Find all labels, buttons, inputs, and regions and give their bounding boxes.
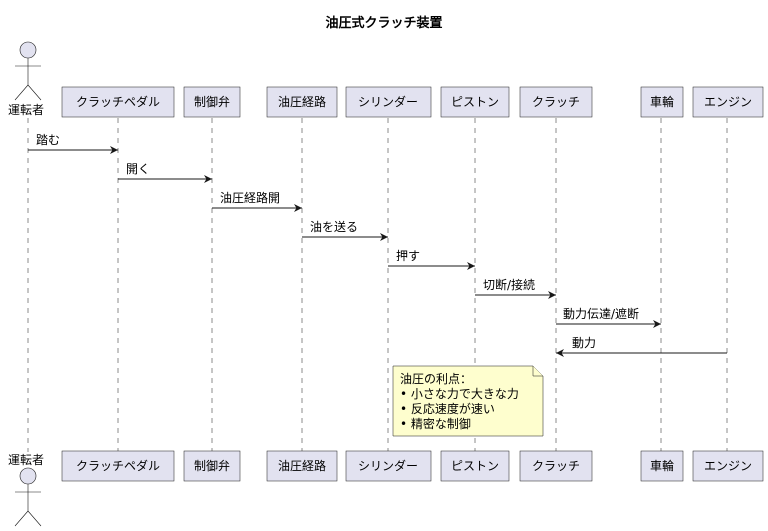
svg-text:シリンダー: シリンダー [358, 94, 418, 109]
svg-text:車輪: 車輪 [650, 458, 674, 473]
message-6: 切断/接続 [475, 277, 556, 299]
participant-piston: ピストン [440, 86, 510, 118]
svg-text:クラッチペダル: クラッチペダル [76, 94, 160, 109]
message-3: 油圧経路開 [212, 190, 302, 212]
participants-top: クラッチペダル 制御弁 油圧経路 シリンダー ピストン クラッチ 車輪 エンジン [61, 86, 764, 118]
svg-text:油圧経路: 油圧経路 [278, 458, 326, 473]
participant-wheel-bottom: 車輪 [640, 450, 684, 482]
svg-text:エンジン: エンジン [704, 459, 752, 473]
participant-clutch: クラッチ [519, 86, 593, 118]
note-line-3: • 反応速度が速い [400, 401, 495, 416]
participant-wheel: 車輪 [640, 86, 684, 118]
participant-hydraulic-path: 油圧経路 [266, 86, 338, 118]
actor-label-top: 運転者 [8, 103, 44, 117]
svg-text:開く: 開く [126, 162, 150, 176]
svg-text:エンジン: エンジン [704, 95, 752, 109]
participant-piston-bottom: ピストン [440, 450, 510, 482]
message-2: 開く [118, 162, 212, 183]
actor-driver-top: 運転者 [8, 41, 44, 117]
participant-clutch-pedal: クラッチペダル [61, 86, 175, 118]
message-7: 動力伝達/遮断 [556, 306, 661, 328]
note: 油圧の利点： • 小さな力で大きな力 • 反応速度が速い • 精密な制御 [392, 365, 544, 437]
participant-cylinder: シリンダー [345, 86, 432, 118]
actor-head-bottom [19, 467, 37, 485]
svg-text:動力伝達/遮断: 動力伝達/遮断 [563, 306, 639, 321]
participant-engine: エンジン [692, 86, 764, 118]
svg-text:油を送る: 油を送る [310, 219, 358, 234]
participant-hydraulic-path-bottom: 油圧経路 [266, 450, 338, 482]
svg-text:ピストン: ピストン [451, 459, 499, 473]
svg-text:クラッチ: クラッチ [532, 459, 580, 473]
participant-clutch-bottom: クラッチ [519, 450, 593, 482]
svg-text:車輪: 車輪 [650, 94, 674, 109]
message-5: 押す [388, 249, 475, 270]
svg-text:踏む: 踏む [36, 133, 60, 147]
participant-control-valve-bottom: 制御弁 [183, 450, 241, 482]
note-line-2: • 小さな力で大きな力 [400, 387, 519, 401]
participant-control-valve: 制御弁 [183, 86, 241, 118]
svg-text:切断/接続: 切断/接続 [483, 277, 535, 292]
svg-text:クラッチペダル: クラッチペダル [76, 458, 160, 473]
svg-text:制御弁: 制御弁 [194, 458, 230, 473]
svg-text:油圧経路開: 油圧経路開 [220, 190, 280, 205]
note-line-4: • 精密な制御 [400, 416, 471, 431]
note-line-1: 油圧の利点： [400, 372, 472, 386]
message-8: 動力 [556, 336, 727, 357]
svg-text:動力: 動力 [572, 336, 596, 350]
actor-driver-bottom: 運転者 [8, 453, 44, 527]
participant-clutch-pedal-bottom: クラッチペダル [61, 450, 175, 482]
messages: 踏む 開く 油圧経路開 油を送る 押す 切断/接続 動力伝達/遮断 動力 [28, 133, 727, 357]
svg-text:制御弁: 制御弁 [194, 94, 230, 109]
participants-bottom: クラッチペダル 制御弁 油圧経路 シリンダー ピストン クラッチ 車輪 エンジン [61, 450, 764, 482]
participant-cylinder-bottom: シリンダー [345, 450, 432, 482]
svg-text:押す: 押す [396, 249, 420, 263]
diagram-title: 油圧式クラッチ装置 [325, 15, 442, 31]
message-4: 油を送る [302, 219, 388, 241]
svg-text:クラッチ: クラッチ [532, 95, 580, 109]
svg-text:油圧経路: 油圧経路 [278, 94, 326, 109]
svg-text:シリンダー: シリンダー [358, 458, 418, 473]
message-1: 踏む [28, 133, 118, 154]
actor-head [19, 41, 37, 59]
participant-engine-bottom: エンジン [692, 450, 764, 482]
svg-text:ピストン: ピストン [451, 95, 499, 109]
actor-label-bottom: 運転者 [8, 453, 44, 467]
